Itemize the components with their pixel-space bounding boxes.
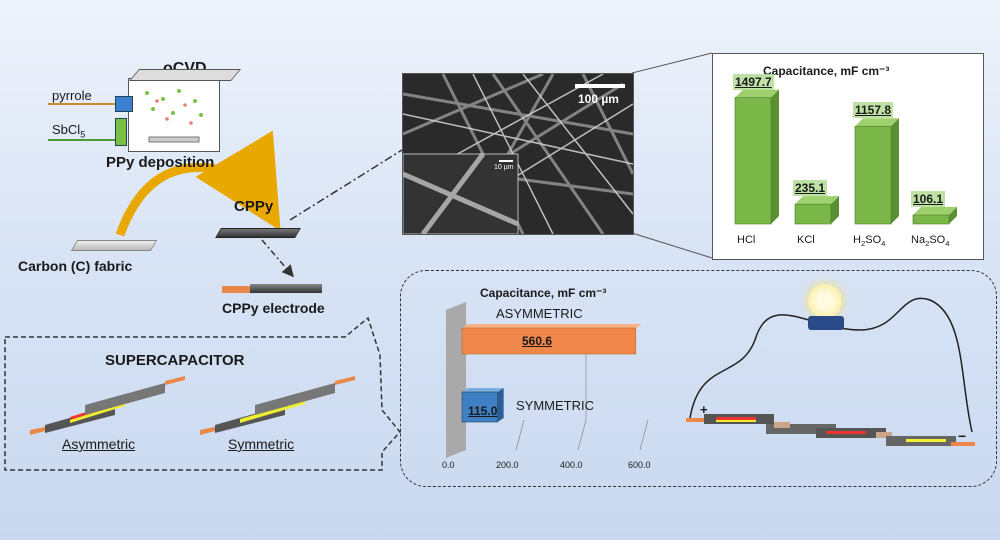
pyrrole-inlet <box>115 96 133 112</box>
device-bar-chart <box>446 302 649 458</box>
symmetric-cell <box>200 376 355 435</box>
sem-scale-large: 100 µm <box>578 92 619 106</box>
electrolyte-chart-title: Capacitance, mF cm⁻³ <box>763 64 890 78</box>
category-label: HCl <box>737 234 756 246</box>
sem-link-line <box>289 149 403 221</box>
bar-value-label: 1157.8 <box>853 102 894 119</box>
light-bulb-icon <box>808 284 842 318</box>
bar-value-label: 1497.7 <box>733 73 774 90</box>
sem-image <box>402 73 634 235</box>
sem-scale-small: 10 µm <box>494 164 514 171</box>
bar-value-label: 115.0 <box>468 404 498 418</box>
ppy-deposition-label: PPy deposition <box>106 154 215 171</box>
bar-symmetric <box>461 388 504 423</box>
x-tick-label: 600.0 <box>628 460 651 470</box>
x-tick-label: 200.0 <box>496 460 519 470</box>
device-wire <box>689 297 973 433</box>
process-arrow <box>115 130 281 237</box>
device-section <box>400 270 997 487</box>
cppy-electrode <box>222 284 322 294</box>
supercapacitor-title: SUPERCAPACITOR <box>105 352 245 369</box>
sbcl5-inlet <box>115 118 127 146</box>
bar-asymmetric <box>461 324 642 355</box>
supercap-illustrations <box>30 376 355 435</box>
electrolyte-bar-chart <box>734 89 957 225</box>
category-label: H2SO4 <box>853 234 886 249</box>
category-label: Na2SO4 <box>911 234 950 249</box>
cppy-label: CPPy <box>234 198 274 215</box>
cppy-electrode-label: CPPy electrode <box>222 300 325 316</box>
asymmetric-cell <box>30 376 185 435</box>
gridline <box>577 419 587 451</box>
gridline <box>515 419 525 451</box>
ocvd-particles <box>145 89 203 143</box>
symmetric-label: Symmetric <box>228 436 295 452</box>
bulb-socket <box>808 316 844 330</box>
bar-kcl <box>794 196 839 225</box>
sbcl5-label: SbCl5 <box>52 122 86 140</box>
sem-fibers <box>403 74 633 234</box>
positive-terminal: + <box>700 402 708 417</box>
bar-value-label: 235.1 <box>793 180 828 197</box>
asymmetric-label: Asymmetric <box>62 436 136 452</box>
pyrrole-label: pyrrole <box>52 88 92 103</box>
cppy-strip <box>215 228 301 238</box>
device-stack <box>686 414 975 446</box>
bar-value-label: 106.1 <box>911 191 946 208</box>
bar-h2so4 <box>854 118 899 225</box>
category-label: ASYMMETRIC <box>496 306 583 321</box>
device-chart-title: Capacitance, mF cm⁻³ <box>480 286 607 300</box>
negative-terminal: − <box>958 428 967 444</box>
ocvd-chamber <box>128 69 242 152</box>
carbon-fabric-strip <box>70 240 158 251</box>
x-tick-label: 400.0 <box>560 460 583 470</box>
bar-value-label: 560.6 <box>522 334 553 348</box>
bar-na2so4 <box>912 207 957 225</box>
category-label: SYMMETRIC <box>516 398 594 413</box>
electrolyte-chart-panel: Capacitance, mF cm⁻³ 1497.7 235.1 1157.8 10… <box>712 53 984 260</box>
x-tick-label: 0.0 <box>442 460 455 470</box>
supercap-bubble <box>4 316 401 471</box>
electrode-arrow <box>261 239 294 278</box>
gridline <box>639 419 649 451</box>
axis-wall <box>446 302 466 458</box>
bar-hcl <box>734 89 779 225</box>
category-label: KCl <box>797 234 815 246</box>
carbon-fabric-label: Carbon (C) fabric <box>18 258 133 274</box>
